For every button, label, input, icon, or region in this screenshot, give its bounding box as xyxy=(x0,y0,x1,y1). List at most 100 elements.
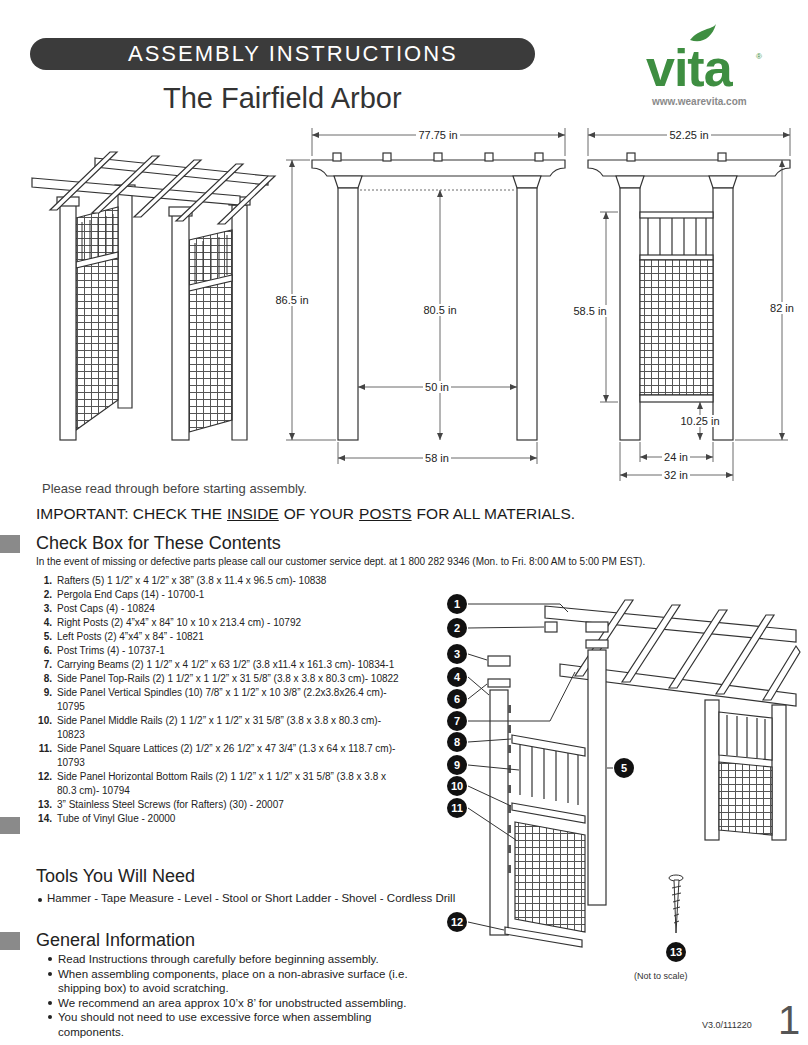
callout-text: 6 xyxy=(447,689,467,709)
parts-row: 14. Tube of Vinyl Glue - 20000 xyxy=(30,812,408,826)
item-number: 7. xyxy=(30,658,52,672)
page-title: The Fairfield Arbor xyxy=(163,82,402,115)
callout-number: 12 xyxy=(447,912,467,932)
item-text: Side Panel Horizontal Bottom Rails (2) 1… xyxy=(57,770,408,798)
item-number: 5. xyxy=(30,630,52,644)
dimension-label: 52.25 in xyxy=(667,129,710,141)
item-text: Side Panel Square Lattices (2) 1/2” x 26… xyxy=(57,742,408,770)
dimension-label: 58 in xyxy=(423,452,451,464)
bullet-dot xyxy=(48,972,52,976)
dimension-label: 86.5 in xyxy=(273,294,310,306)
item-number: 8. xyxy=(30,672,52,686)
info-text: We recommend an area approx 10’x 8’ for … xyxy=(58,996,416,1011)
callout-number: 11 xyxy=(447,798,467,818)
callout-text: 3 xyxy=(447,644,467,664)
item-text: Side Panel Vertical Spindles (10) 7/8” x… xyxy=(57,686,408,714)
item-number: 13. xyxy=(30,798,52,812)
dimension-label: 24 in xyxy=(662,451,690,463)
info-row: We recommend an area approx 10’x 8’ for … xyxy=(46,996,416,1011)
dimension-label: 10.25 in xyxy=(678,415,721,427)
item-text: Pergola End Caps (14) - 10700-1 xyxy=(57,588,408,602)
item-text: Tube of Vinyl Glue - 20000 xyxy=(57,812,408,826)
item-number: 6. xyxy=(30,644,52,658)
callout-text: 4 xyxy=(447,667,467,687)
section-heading: General Information xyxy=(36,930,195,951)
info-row: Read Instructions through carefully befo… xyxy=(46,952,416,967)
callout-text: 5 xyxy=(614,758,634,778)
parts-row: 11.Side Panel Square Lattices (2) 1/2” x… xyxy=(30,742,408,770)
important-line: IMPORTANT: CHECK THE INSIDE OF YOUR POSTS FO… xyxy=(36,505,575,523)
version: V3.0/111220 xyxy=(702,1020,752,1030)
important-text: INSIDE xyxy=(227,505,279,523)
parts-row: 13. 3” Stainless Steel Screws (for Rafter… xyxy=(30,798,408,812)
callout-text: 2 xyxy=(447,618,467,638)
item-text: 3” Stainless Steel Screws (for Rafters) … xyxy=(57,798,408,812)
bullet-dot xyxy=(38,898,42,902)
item-number: 12. xyxy=(30,770,52,798)
section-heading: Tools You Will Need xyxy=(36,866,195,887)
callout-number: 13 xyxy=(666,942,686,962)
item-number: 3. xyxy=(30,602,52,616)
callout-text: 1 xyxy=(447,594,467,614)
item-number: 14. xyxy=(30,812,52,826)
dimension-label: 32 in xyxy=(662,469,690,481)
bullet-dot xyxy=(48,1001,52,1005)
parts-row: 10.Side Panel Middle Rails (2) 1 1/2” x … xyxy=(30,714,408,742)
scale-note: (Not to scale) xyxy=(634,971,688,981)
contact-note: In the event of missing or defective par… xyxy=(36,556,645,567)
bullet-dot xyxy=(48,957,52,961)
logo-text: vita xyxy=(646,38,732,98)
item-text: Side Panel Top-Rails (2) 1 1/2” x 1 1/2”… xyxy=(57,672,408,686)
item-number: 11. xyxy=(30,742,52,770)
parts-row: 9.Side Panel Vertical Spindles (10) 7/8”… xyxy=(30,686,408,714)
dimension-label: 80.5 in xyxy=(421,304,458,316)
callout-number: 9 xyxy=(447,755,467,775)
callout-text: 11 xyxy=(447,798,467,818)
item-text: Post Trims (4) - 10737-1 xyxy=(57,644,408,658)
callout-text: 10 xyxy=(447,776,467,796)
info-text: You should not need to use excessive for… xyxy=(58,1010,416,1039)
parts-row: 1. Rafters (5) 1 1/2” x 4 1/2” x 38” (3.8… xyxy=(30,574,408,588)
item-text: Carrying Beams (2) 1 1/2” x 4 1/2” x 63 … xyxy=(57,658,408,672)
item-number: 9. xyxy=(30,686,52,714)
header-band: ASSEMBLY INSTRUCTIONS xyxy=(30,38,535,70)
parts-row: 8. Side Panel Top-Rails (2) 1 1/2” x 1 1/… xyxy=(30,672,408,686)
parts-row: 7. Carrying Beams (2) 1 1/2” x 4 1/2” x 6… xyxy=(30,658,408,672)
parts-row: 6. Post Trims (4) - 10737-1 xyxy=(30,644,408,658)
important-text: FOR ALL MATERIALS. xyxy=(417,505,576,523)
callout-text: 13 xyxy=(666,942,686,962)
important-text: POSTS xyxy=(359,505,412,523)
dimension-label: 50 in xyxy=(423,381,451,393)
tools-list: Hammer - Tape Measure - Level - Stool or… xyxy=(47,892,455,904)
callout-number: 1 xyxy=(447,594,467,614)
callout-number: 5 xyxy=(614,758,634,778)
website: www.wearevita.com xyxy=(652,96,747,107)
callout-number: 7 xyxy=(447,711,467,731)
callout-text: 8 xyxy=(447,732,467,752)
parts-row: 2. Pergola End Caps (14) - 10700-1 xyxy=(30,588,408,602)
item-number: 1. xyxy=(30,574,52,588)
parts-row: 3. Post Caps (4) - 10824 xyxy=(30,602,408,616)
page-number: 1 xyxy=(778,998,800,1043)
info-text: Read Instructions through carefully befo… xyxy=(58,952,416,967)
callout-number: 3 xyxy=(447,644,467,664)
info-row: When assembling components, place on a n… xyxy=(46,967,416,996)
dimension-label: 82 in xyxy=(768,302,796,314)
item-text: Side Panel Middle Rails (2) 1 1/2” x 1 1… xyxy=(57,714,408,742)
callout-text: 12 xyxy=(447,912,467,932)
header-text: ASSEMBLY INSTRUCTIONS xyxy=(128,41,458,67)
callout-number: 6 xyxy=(447,689,467,709)
important-text: OF YOUR xyxy=(284,505,354,523)
item-text: Post Caps (4) - 10824 xyxy=(57,602,408,616)
item-text: Rafters (5) 1 1/2” x 4 1/2” x 38” (3.8 x… xyxy=(57,574,408,588)
callout-text: 9 xyxy=(447,755,467,775)
registered-mark: ® xyxy=(756,52,762,61)
callout-text: 7 xyxy=(447,711,467,731)
callout-number: 8 xyxy=(447,732,467,752)
item-number: 2. xyxy=(30,588,52,602)
item-text: Right Posts (2) 4”x4” x 84” 10 x 10 x 21… xyxy=(57,616,408,630)
item-number: 10. xyxy=(30,714,52,742)
important-text: IMPORTANT: CHECK THE xyxy=(36,505,222,523)
